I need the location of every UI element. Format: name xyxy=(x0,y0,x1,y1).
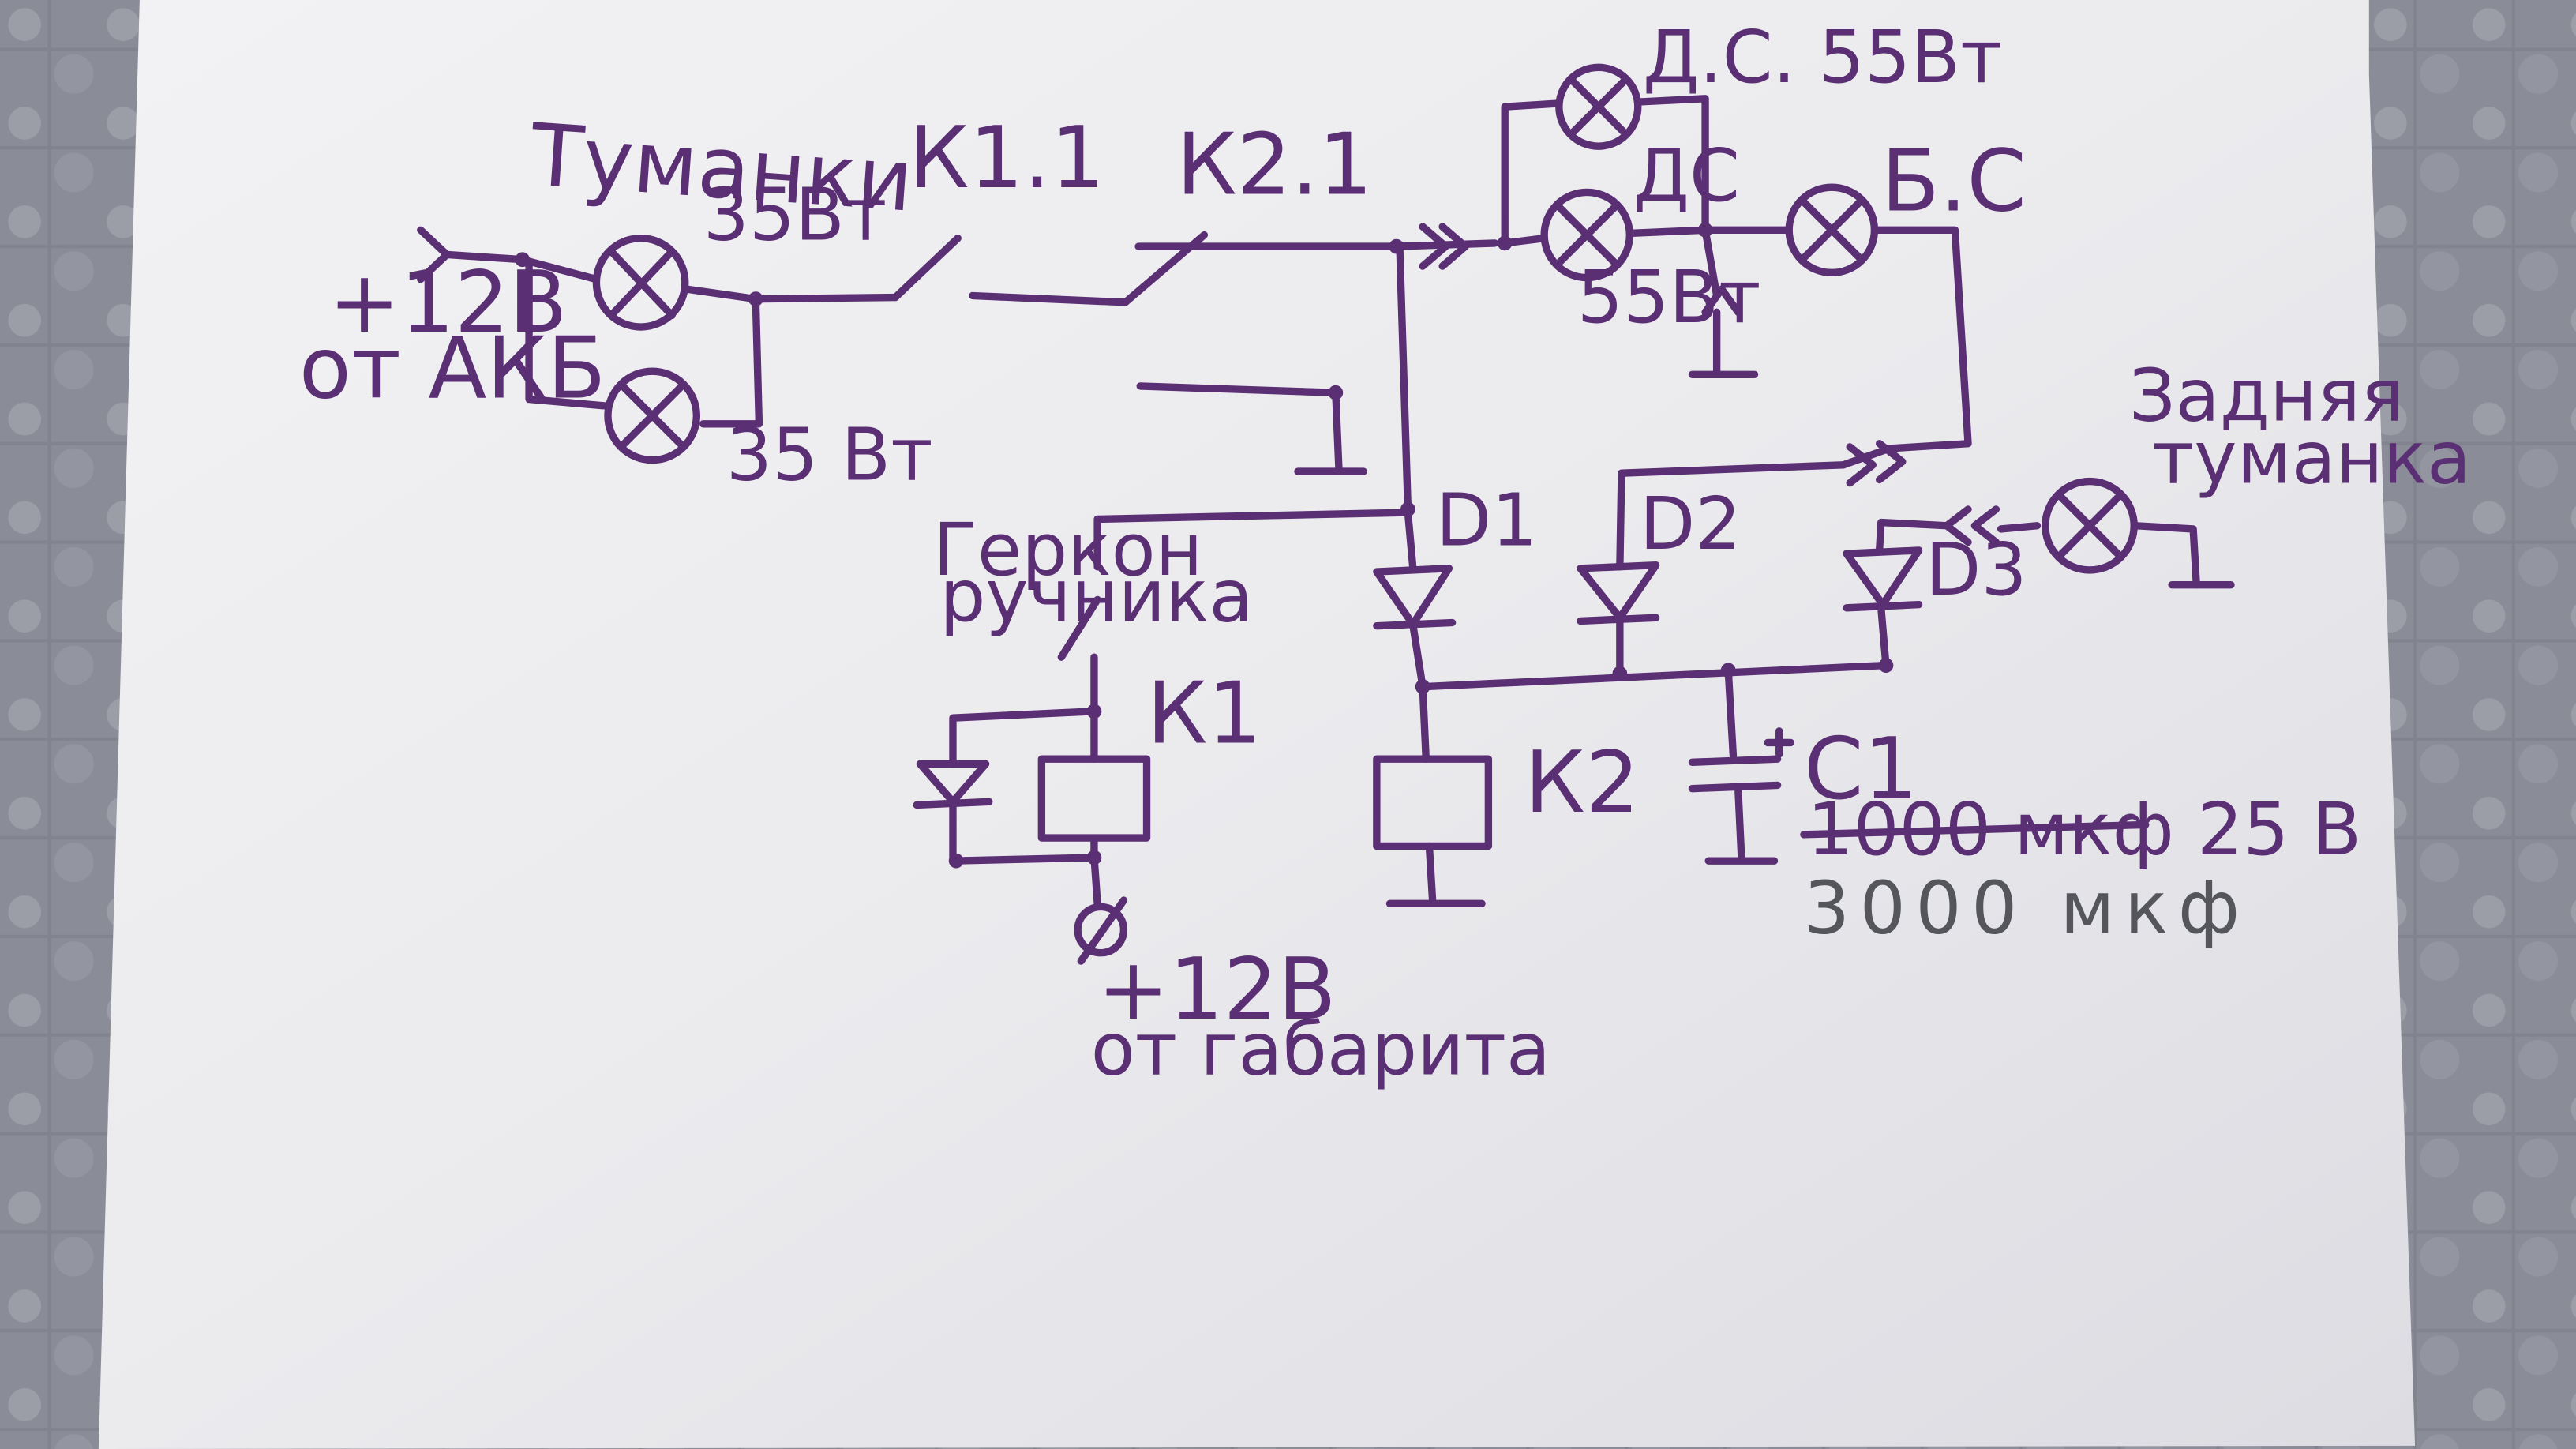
lamp-fog-2 xyxy=(604,367,701,464)
label-rear: Задняя xyxy=(2129,354,2404,438)
label-fog-power-2: 35 Вт xyxy=(726,413,933,497)
diode-d2 xyxy=(1577,561,1660,625)
relay-k1-coil xyxy=(1037,755,1151,842)
paper-sheet xyxy=(98,0,2416,1449)
lamp-dc-top xyxy=(1555,63,1642,150)
lamp-fog-1 xyxy=(592,234,689,331)
label-k2: К2 xyxy=(1524,733,1640,832)
label-plus-12v-parking: +12В xyxy=(1097,940,1337,1039)
label-k11: К1.1 xyxy=(909,108,1105,208)
label-d3: D3 xyxy=(1925,527,2027,612)
label-handbrake: ручника xyxy=(939,554,1253,638)
capacitor-plus-sign xyxy=(1764,727,1794,758)
label-k21: К2.1 xyxy=(1176,115,1373,215)
label-dc-mid: ДС xyxy=(1633,133,1740,218)
label-d2: D2 xyxy=(1640,482,1742,566)
label-k1: К1 xyxy=(1147,663,1262,763)
diode-k1 xyxy=(913,760,993,809)
label-c1-new-value: 3000 мкф xyxy=(1804,866,2250,951)
label-reed-switch: Геркон xyxy=(933,508,1202,592)
label-fog-power-1: 35Вт xyxy=(703,173,887,257)
lamp-bs xyxy=(1785,183,1879,277)
lamp-rear-fog xyxy=(2042,477,2138,574)
label-c1: С1 xyxy=(1804,719,1918,819)
relay-k2-coil xyxy=(1373,755,1493,850)
label-c1-old-value-struck: 1000 мкф 25 В xyxy=(1800,787,2361,872)
wiring xyxy=(417,95,2235,965)
label-bs: Б.С xyxy=(1881,131,2027,231)
label-dc-top: Д.С. 55Вт xyxy=(1643,15,2002,99)
label-plus-12v-battery: +12В xyxy=(328,253,568,352)
label-dc-mid-power: 55Вт xyxy=(1577,255,1761,340)
label-fog-lamp: туманка xyxy=(2152,416,2471,501)
lamp-dc-mid xyxy=(1540,188,1634,282)
label-from-battery: от АКБ xyxy=(299,318,606,418)
label-from-parking-lights: от габарита xyxy=(1091,1008,1550,1092)
diode-d3 xyxy=(1843,546,1923,612)
label-d1: D1 xyxy=(1436,479,1538,563)
diode-d1 xyxy=(1373,565,1457,630)
